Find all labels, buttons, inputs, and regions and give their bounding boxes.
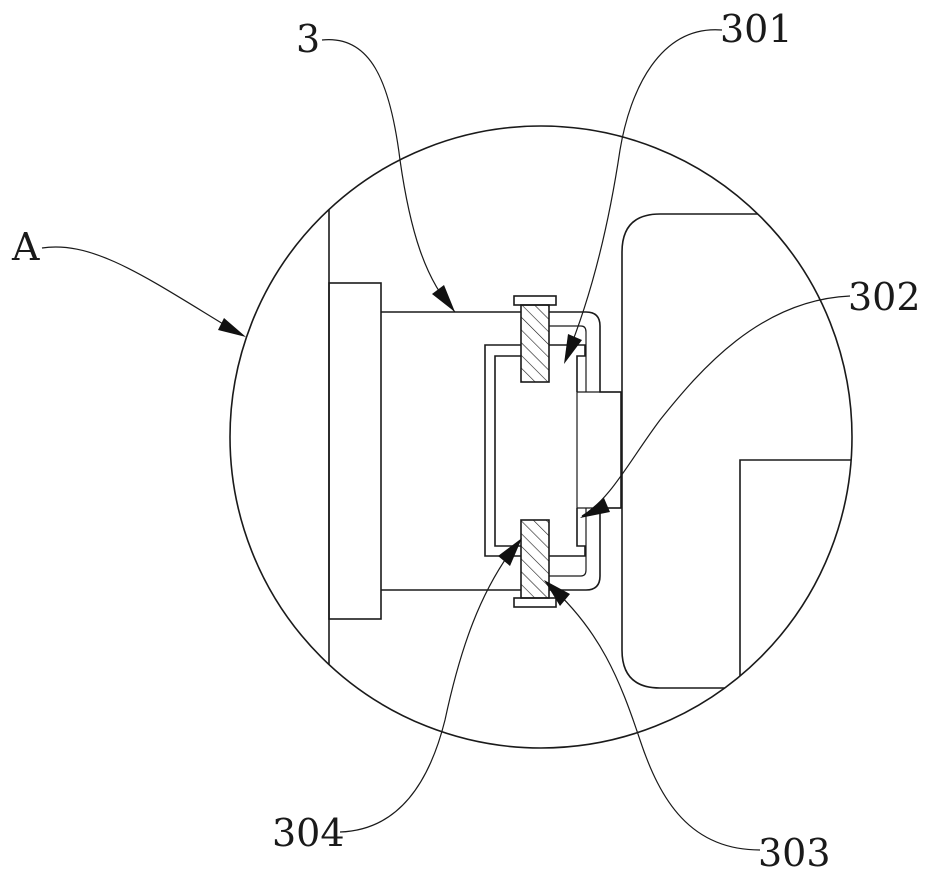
inner-channel-inner <box>494 355 521 547</box>
bottom-pin-cap <box>513 597 557 608</box>
label-part-301: 301 <box>720 7 793 51</box>
mounting-plate <box>328 282 382 620</box>
detail-content <box>328 126 852 748</box>
leader-301-arrowhead <box>564 334 582 364</box>
right-frame <box>621 213 852 689</box>
label-part-3: 3 <box>296 17 320 61</box>
leader-303-arrowhead <box>544 580 570 606</box>
inner-channel-outer <box>484 344 521 557</box>
outer-bracket-inner-edge-bottom <box>549 508 587 577</box>
leader-3 <box>321 39 456 313</box>
label-part-304: 304 <box>272 811 345 855</box>
leader-302-arrowhead <box>580 498 610 518</box>
label-detail-a: A <box>11 225 40 269</box>
leader-a-arrowhead <box>218 318 246 337</box>
outer-bracket <box>549 311 622 591</box>
detail-circle <box>229 125 853 749</box>
label-part-302: 302 <box>848 275 921 319</box>
bottom-pin <box>520 519 550 599</box>
outer-bracket-inner-edge <box>549 325 587 392</box>
right-inner-block <box>739 459 852 748</box>
top-pin <box>520 304 550 383</box>
inner-channel-right-bottom <box>549 508 586 557</box>
leader-304-arrowhead <box>498 538 522 566</box>
leader-3-arrowhead <box>432 285 455 312</box>
leader-301 <box>565 29 723 359</box>
top-pin-cap <box>513 295 557 306</box>
leader-a <box>41 246 239 334</box>
leader-303 <box>547 583 761 851</box>
leader-302 <box>581 295 851 517</box>
label-part-303: 303 <box>758 831 831 875</box>
leader-304 <box>339 541 519 833</box>
